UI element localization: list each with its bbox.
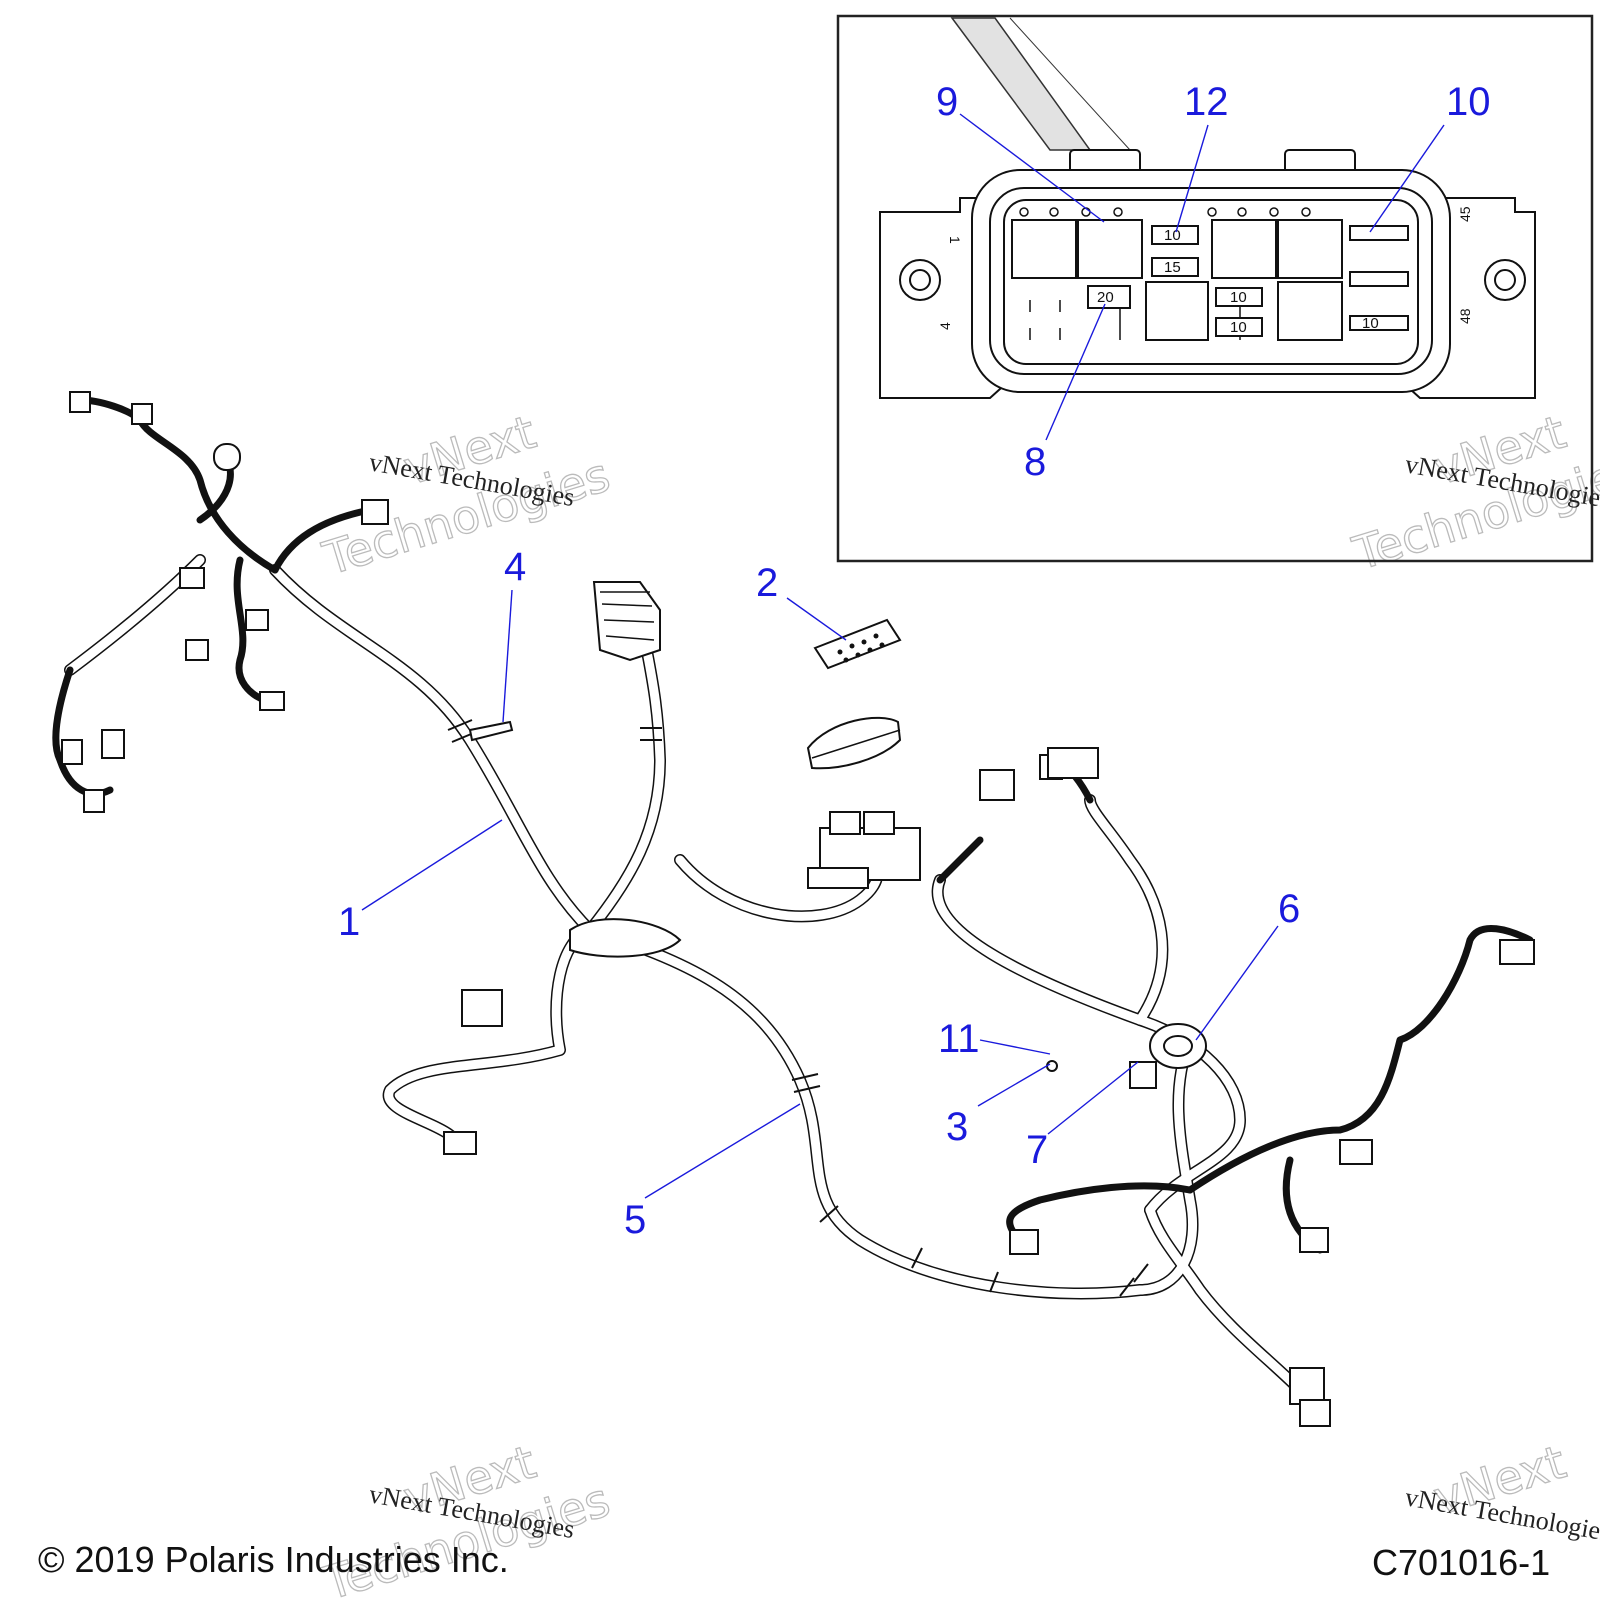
connector — [101, 729, 125, 759]
fuse — [1215, 317, 1263, 337]
connector — [461, 989, 503, 1027]
callout-2: 2 — [756, 561, 778, 605]
connector — [1299, 1399, 1331, 1427]
connector — [443, 1131, 477, 1155]
leader-5 — [644, 1103, 801, 1199]
leader-1 — [361, 819, 503, 911]
connector — [61, 739, 83, 765]
fuse-label-card — [813, 618, 902, 670]
relay — [1277, 281, 1343, 341]
connector — [179, 567, 205, 589]
callout-3: 3 — [946, 1105, 968, 1149]
pin-label: 4 — [937, 322, 953, 330]
connector — [361, 499, 389, 525]
callout-numbers: 1 2 3 4 5 6 7 8 9 10 11 12 — [338, 80, 1491, 1242]
leader-3 — [977, 1063, 1051, 1107]
watermark-top-left: Technologies vNext vNext Technologies — [316, 404, 617, 587]
ground-terminal — [1046, 1060, 1058, 1072]
main-harness — [52, 391, 1535, 1427]
watermark-bottom-right: vNext vNext Technologies — [1403, 1434, 1600, 1547]
fuse — [1087, 285, 1131, 309]
leader-2 — [786, 597, 847, 641]
fuse — [1151, 257, 1199, 277]
callout-6: 6 — [1278, 887, 1300, 931]
circuit-breaker — [1129, 1061, 1157, 1089]
pin-label: 48 — [1457, 308, 1473, 324]
callout-7: 7 — [1026, 1128, 1048, 1172]
sensor-connector — [213, 443, 241, 471]
leader-9 — [959, 113, 1105, 223]
leader-10 — [1369, 124, 1445, 233]
callout-5: 5 — [624, 1198, 646, 1242]
leader-4 — [502, 589, 513, 723]
fuse — [1215, 287, 1263, 307]
connector — [1047, 747, 1099, 779]
relay — [1145, 281, 1209, 341]
connector — [1339, 1139, 1373, 1165]
splice-clamp — [569, 918, 682, 958]
callout-11: 11 — [938, 1017, 980, 1061]
connector — [69, 391, 91, 413]
fuse-rating: 20 — [1097, 289, 1114, 306]
mounting-strap — [950, 17, 1092, 151]
connector — [979, 769, 1015, 801]
inset-frame — [836, 14, 1594, 563]
fuse — [1151, 225, 1199, 245]
fuse-rating: 10 — [1164, 227, 1181, 244]
connector — [245, 609, 269, 631]
relay — [1011, 219, 1077, 279]
callout-12: 12 — [1184, 80, 1229, 124]
figure-id: C701016-1 — [1372, 1542, 1550, 1583]
leader-lines — [361, 113, 1445, 1199]
watermark-top-right: Technologies vNext vNext Technologies — [1346, 404, 1600, 582]
maxi-fuse — [1349, 315, 1409, 331]
pin-label: 1 — [947, 236, 963, 244]
relay — [1211, 219, 1277, 279]
leader-12 — [1175, 124, 1209, 233]
fuse-box-cover — [806, 716, 902, 770]
connector — [131, 403, 153, 425]
connector — [185, 639, 209, 661]
callout-10: 10 — [1446, 80, 1491, 124]
fuse-rating: 10 — [1230, 319, 1247, 336]
fuse-rating: 10 — [1230, 289, 1247, 306]
callout-4: 4 — [504, 545, 526, 589]
leader-8 — [1045, 303, 1106, 441]
connector — [259, 691, 285, 711]
relay — [1277, 219, 1343, 279]
relay — [1077, 219, 1143, 279]
callout-8: 8 — [1024, 440, 1046, 484]
pin-label: 45 — [1457, 206, 1473, 222]
fuse-box-inset: 10 15 20 10 10 10 1 4 45 48 — [836, 14, 1594, 563]
connector — [1289, 1367, 1325, 1405]
callout-9: 9 — [936, 80, 958, 124]
connector — [1009, 1229, 1039, 1255]
copyright-text: © 2019 Polaris Industries Inc. — [38, 1539, 509, 1580]
fuse-rating: 10 — [1362, 315, 1379, 332]
cable-tie — [468, 720, 514, 742]
maxi-fuse — [1349, 225, 1409, 241]
connector — [1499, 939, 1535, 965]
leader-6 — [1195, 925, 1279, 1041]
fuse-rating: 15 — [1164, 259, 1181, 276]
connector — [1299, 1227, 1329, 1253]
callout-1: 1 — [338, 900, 360, 944]
leader-7 — [1047, 1061, 1139, 1135]
connector — [83, 789, 105, 813]
leader-11 — [979, 1039, 1051, 1055]
maxi-fuse — [1349, 271, 1409, 287]
